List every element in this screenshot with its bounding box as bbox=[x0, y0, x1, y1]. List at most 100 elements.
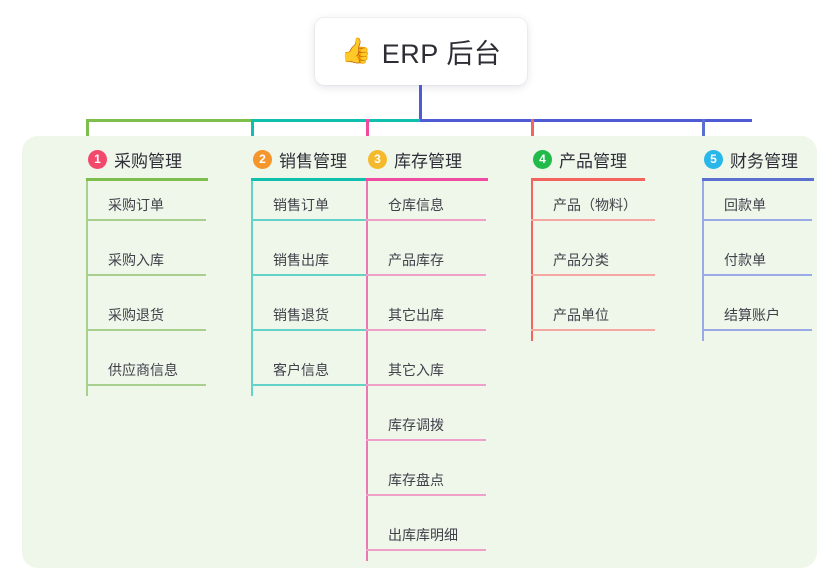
column-spine-5 bbox=[702, 181, 704, 341]
list-item[interactable]: 其它入库 bbox=[366, 346, 486, 386]
trunk-segment-1 bbox=[86, 119, 254, 122]
list-item-rule bbox=[86, 274, 206, 276]
list-item-label: 库存调拨 bbox=[388, 417, 444, 433]
list-item[interactable]: 结算账户 bbox=[702, 291, 812, 331]
category-column-5: 5 财务管理回款单付款单结算账户 bbox=[702, 146, 814, 341]
list-item-rule bbox=[251, 329, 371, 331]
list-item[interactable]: 库存调拨 bbox=[366, 401, 486, 441]
column-badge-2: 2 bbox=[253, 149, 272, 169]
category-column-4: 4 产品管理产品（物料） 产品分类产品单位 bbox=[531, 146, 655, 341]
list-item-rule bbox=[251, 219, 371, 221]
column-badge-4: 4 bbox=[533, 149, 552, 169]
column-header-3[interactable]: 3 库存管理 bbox=[366, 146, 488, 172]
list-item[interactable]: 产品（物料） bbox=[531, 181, 655, 221]
list-item-label: 采购退货 bbox=[108, 307, 164, 323]
list-item[interactable]: 销售退货 bbox=[251, 291, 371, 331]
list-item[interactable]: 库存盘点 bbox=[366, 456, 486, 496]
column-title-3: 库存管理 bbox=[394, 151, 462, 171]
drop-connector-3 bbox=[366, 119, 369, 146]
list-item-rule bbox=[86, 219, 206, 221]
drop-connector-4 bbox=[531, 119, 534, 146]
column-items-1: 采购订单采购入库采购退货供应商信息 bbox=[86, 181, 208, 396]
column-items-5: 回款单付款单结算账户 bbox=[702, 181, 814, 341]
column-items-4: 产品（物料） 产品分类产品单位 bbox=[531, 181, 655, 341]
list-item-rule bbox=[366, 549, 486, 551]
list-item[interactable]: 采购订单 bbox=[86, 181, 206, 221]
column-header-rule-4 bbox=[531, 178, 645, 181]
list-item-label: 供应商信息 bbox=[108, 362, 178, 378]
column-badge-5: 5 bbox=[704, 149, 723, 169]
list-item-rule bbox=[531, 274, 655, 276]
column-badge-1: 1 bbox=[88, 149, 107, 169]
list-item[interactable]: 产品分类 bbox=[531, 236, 655, 276]
list-item-rule bbox=[366, 219, 486, 221]
column-header-4[interactable]: 4 产品管理 bbox=[531, 146, 645, 172]
list-item[interactable]: 出库库明细 bbox=[366, 511, 486, 551]
column-badge-3: 3 bbox=[368, 149, 387, 169]
list-item-rule bbox=[702, 329, 812, 331]
list-item[interactable]: 产品库存 bbox=[366, 236, 486, 276]
drop-connector-5 bbox=[702, 119, 705, 146]
trunk-segment-3 bbox=[420, 119, 752, 122]
list-item-label: 产品单位 bbox=[553, 307, 609, 323]
column-header-rule-1 bbox=[86, 178, 208, 181]
root-stem-connector bbox=[419, 85, 422, 120]
column-header-5[interactable]: 5 财务管理 bbox=[702, 146, 814, 172]
column-spine-1 bbox=[86, 181, 88, 396]
list-item-rule bbox=[251, 274, 371, 276]
list-item-label: 采购入库 bbox=[108, 252, 164, 268]
list-item[interactable]: 客户信息 bbox=[251, 346, 371, 386]
list-item[interactable]: 采购入库 bbox=[86, 236, 206, 276]
list-item[interactable]: 其它出库 bbox=[366, 291, 486, 331]
category-column-1: 1 采购管理采购订单采购入库采购退货供应商信息 bbox=[86, 146, 208, 396]
thumbs-up-icon: 👍 bbox=[340, 37, 372, 65]
drop-connector-1 bbox=[86, 119, 89, 146]
list-item[interactable]: 供应商信息 bbox=[86, 346, 206, 386]
list-item[interactable]: 采购退货 bbox=[86, 291, 206, 331]
list-item-rule bbox=[366, 274, 486, 276]
root-node[interactable]: 👍 ERP 后台 bbox=[315, 18, 527, 85]
list-item-label: 销售退货 bbox=[273, 307, 329, 323]
list-item[interactable]: 产品单位 bbox=[531, 291, 655, 331]
category-column-3: 3 库存管理仓库信息产品库存其它出库其它入库库存调拨库存盘点出库库明细 bbox=[366, 146, 488, 561]
list-item-rule bbox=[366, 439, 486, 441]
list-item-label: 仓库信息 bbox=[388, 197, 444, 213]
column-title-4: 产品管理 bbox=[559, 151, 627, 171]
list-item[interactable]: 回款单 bbox=[702, 181, 812, 221]
list-item-label: 付款单 bbox=[724, 252, 766, 268]
list-item-label: 出库库明细 bbox=[388, 527, 458, 543]
list-item-rule bbox=[251, 384, 371, 386]
list-item[interactable]: 付款单 bbox=[702, 236, 812, 276]
category-panel bbox=[22, 136, 817, 568]
column-spine-2 bbox=[251, 181, 253, 396]
column-title-1: 采购管理 bbox=[114, 151, 182, 171]
drop-connector-2 bbox=[251, 119, 254, 146]
list-item[interactable]: 仓库信息 bbox=[366, 181, 486, 221]
list-item-label: 客户信息 bbox=[273, 362, 329, 378]
list-item-label: 产品（物料） bbox=[553, 197, 637, 213]
list-item-label: 销售订单 bbox=[273, 197, 329, 213]
list-item[interactable]: 销售出库 bbox=[251, 236, 371, 276]
column-items-2: 销售订单销售出库销售退货客户信息 bbox=[251, 181, 373, 396]
list-item-label: 产品分类 bbox=[553, 252, 609, 268]
column-header-rule-5 bbox=[702, 178, 814, 181]
column-title-5: 财务管理 bbox=[730, 151, 798, 171]
list-item-rule bbox=[366, 494, 486, 496]
column-header-1[interactable]: 1 采购管理 bbox=[86, 146, 208, 172]
list-item-label: 库存盘点 bbox=[388, 472, 444, 488]
column-header-rule-2 bbox=[251, 178, 373, 181]
list-item-label: 采购订单 bbox=[108, 197, 164, 213]
root-title: ERP 后台 bbox=[381, 39, 502, 69]
list-item-label: 其它入库 bbox=[388, 362, 444, 378]
list-item[interactable]: 销售订单 bbox=[251, 181, 371, 221]
list-item-label: 回款单 bbox=[724, 197, 766, 213]
list-item-rule bbox=[86, 329, 206, 331]
list-item-rule bbox=[366, 384, 486, 386]
trunk-segment-2 bbox=[251, 119, 423, 122]
list-item-rule bbox=[531, 329, 655, 331]
list-item-rule bbox=[702, 274, 812, 276]
list-item-rule bbox=[531, 219, 655, 221]
